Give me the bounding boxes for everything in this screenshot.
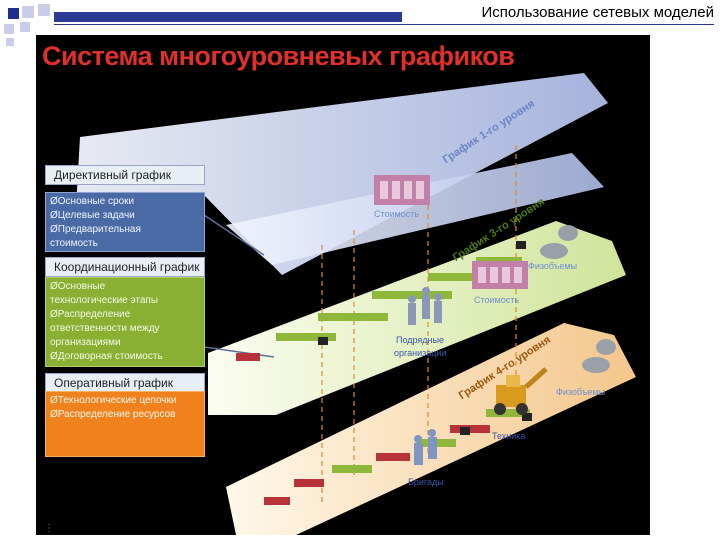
box-pointers — [203, 214, 275, 358]
contractors-label: Подрядные — [396, 335, 445, 345]
cost-label: Стоимость — [374, 209, 420, 219]
cost-label: Стоимость — [474, 295, 520, 305]
directive-item: ØОсновные сроки — [50, 196, 135, 207]
operative-schedule-box: ØТехнологические цепочки ØРаспределение … — [45, 391, 205, 457]
slide-title: Система многоуровневых графиков — [42, 41, 515, 71]
excavator-icon — [494, 367, 548, 415]
directive-schedule-box: ØОсновные сроки ØЦелевые задачи ØПредвар… — [45, 192, 205, 252]
directive-schedule-header: Директивный график — [45, 165, 205, 185]
crews-label: Бригады — [408, 477, 444, 487]
coordination-schedule-header: Координационный график — [45, 257, 205, 277]
people-icon — [408, 287, 442, 325]
money-icon — [374, 175, 430, 205]
physical-volume-label: Физобъемы — [556, 387, 606, 397]
header-rule — [54, 24, 714, 25]
operative-item: ØТехнологические цепочки — [50, 395, 177, 406]
diagram-slide: Система многоуровневых графиков График 1… — [36, 35, 650, 535]
coordination-item: технологические этапы — [50, 295, 159, 306]
coordination-item: ØОсновные — [50, 281, 106, 292]
decor-square — [38, 4, 50, 16]
coordination-item: ØДоговорная стоимость — [50, 351, 163, 362]
section-title: Использование сетевых моделей — [481, 4, 714, 21]
coordination-item: организациями — [50, 337, 121, 348]
operative-schedule-header: Оперативный график — [45, 373, 205, 393]
header-bar — [54, 12, 402, 22]
contractors-label: организации — [394, 348, 447, 358]
physical-volume-label: Физобъемы — [528, 261, 578, 271]
coordination-schedule-box: ØОсновные технологические этапы ØРаспред… — [45, 277, 205, 367]
coordination-item: ответственности между — [50, 323, 160, 334]
workers-icon — [414, 429, 437, 465]
pipes-icon — [540, 225, 616, 373]
directive-item: стоимость — [50, 238, 98, 249]
planes-diagram — [76, 73, 636, 535]
plane-level-2 — [226, 153, 604, 265]
decor-square — [6, 38, 14, 46]
coordination-item: ØРаспределение — [50, 309, 131, 320]
machinery-label: Техника — [492, 431, 526, 441]
decor-square — [20, 22, 30, 32]
plane-level-4 — [226, 323, 636, 535]
directive-item: ØЦелевые задачи — [50, 210, 135, 221]
slide-footer-mark: ⋮ — [44, 523, 54, 534]
operative-item: ØРаспределение ресурсов — [50, 409, 176, 420]
decor-square — [22, 6, 34, 18]
plane-level-1 — [76, 73, 608, 275]
decor-square — [8, 8, 19, 19]
money-icon — [472, 261, 528, 289]
decor-square — [4, 24, 14, 34]
directive-item: ØПредварительная — [50, 224, 141, 235]
